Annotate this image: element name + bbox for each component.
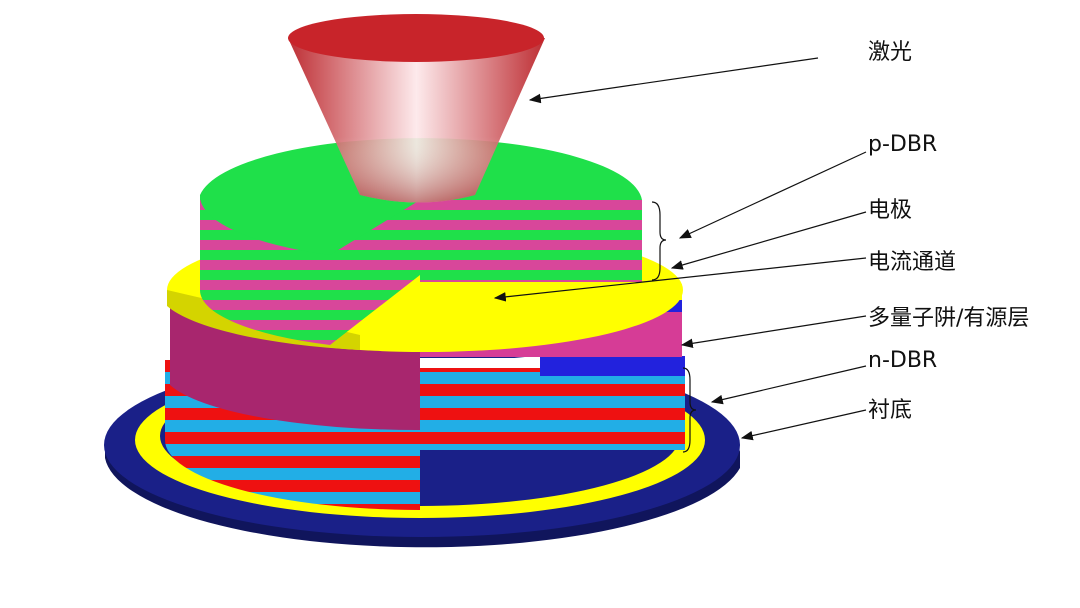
laser-label: 激光 xyxy=(868,40,913,65)
active-layer-pointer xyxy=(680,315,867,349)
laser-pointer xyxy=(528,57,819,104)
electrode-label: 电极 xyxy=(868,198,913,223)
current-channel-label: 电流通道 xyxy=(868,250,957,275)
substrate-pointer xyxy=(740,409,867,441)
n-dbr-label: n-DBR xyxy=(868,348,938,373)
n-dbr-brace xyxy=(682,367,697,453)
laser-beam xyxy=(288,14,545,203)
p-dbr-pointer xyxy=(678,151,867,239)
p-dbr-label: p-DBR xyxy=(868,132,938,157)
electrode-pointer xyxy=(670,211,867,270)
substrate-label: 衬底 xyxy=(868,398,913,423)
active-layer-label: 多量子阱/有源层 xyxy=(868,306,1030,331)
current-channel-pointer xyxy=(493,257,867,302)
p-dbr-brace xyxy=(651,201,667,281)
n-dbr-pointer xyxy=(710,365,867,405)
